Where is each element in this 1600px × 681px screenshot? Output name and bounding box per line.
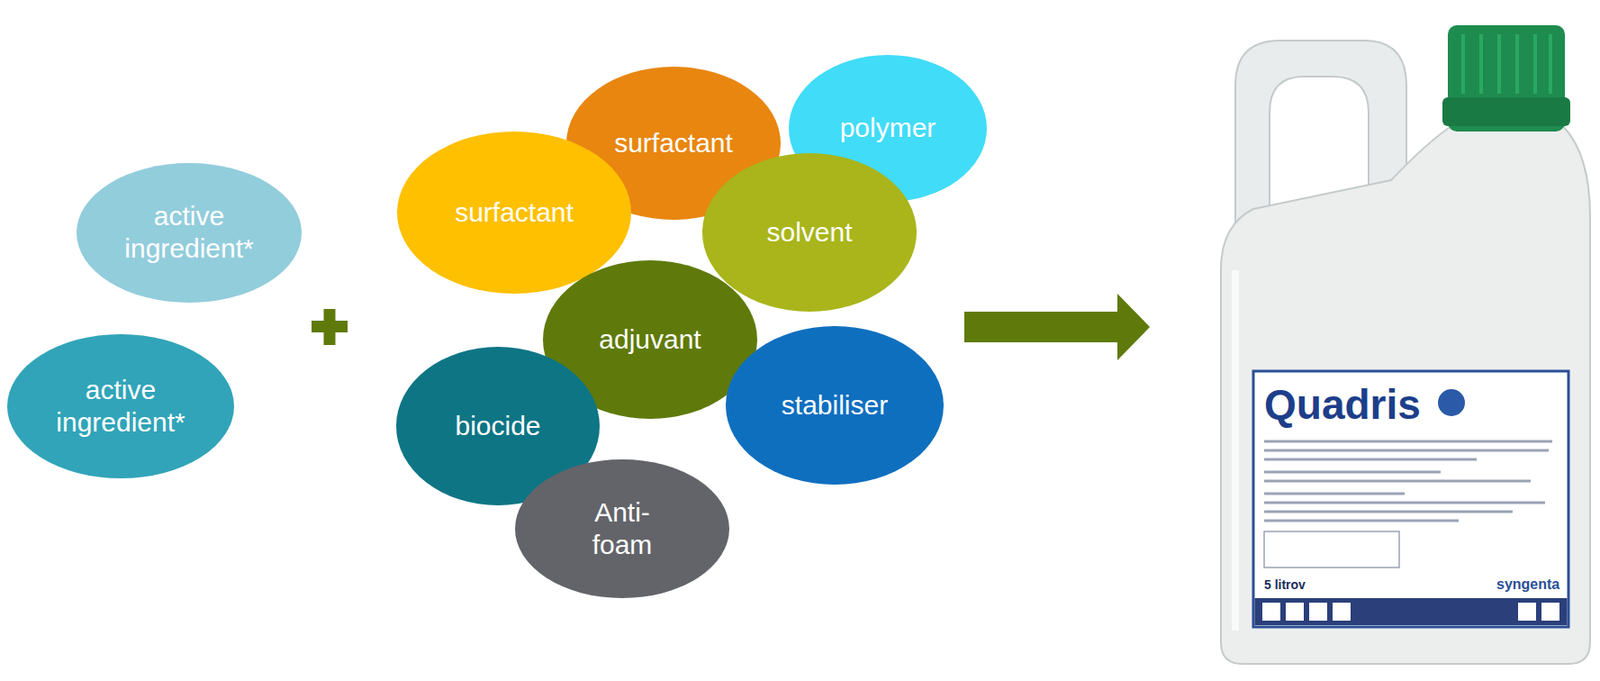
node-label: solvent (766, 216, 852, 249)
ellipse-fill (515, 459, 730, 598)
ellipse-shape (515, 459, 730, 598)
ellipse-fill (725, 325, 944, 485)
result-arrow (964, 293, 1150, 361)
hazard-icon (1332, 602, 1351, 621)
hazard-icon (1262, 602, 1281, 621)
ellipse-fill (397, 131, 632, 294)
ellipse-shape (76, 162, 302, 303)
batch-box (1264, 531, 1400, 568)
fine-print (1264, 441, 1553, 521)
node-label: active ingredient* (110, 199, 269, 265)
ellipse-node: active ingredient* (76, 162, 302, 303)
ellipse-fill (702, 153, 917, 312)
bottle-highlight (1231, 270, 1239, 631)
hazard-icon (1285, 602, 1304, 621)
ellipse-node: Anti-foam (515, 459, 730, 598)
hazard-icon (1541, 602, 1560, 621)
ellipse-shape (7, 334, 235, 479)
product-name: Quadris (1264, 381, 1421, 428)
node-label: active ingredient* (42, 373, 200, 439)
node-label: polymer (840, 111, 937, 145)
node-label: Anti-foam (577, 496, 668, 561)
node-label: biocide (454, 409, 541, 443)
ellipse-node: surfactant (397, 131, 632, 294)
volume-label: 5 litrov (1264, 578, 1306, 592)
ellipse-fill (76, 162, 302, 303)
node-label: surfactant (614, 126, 733, 160)
plus-sign (324, 308, 336, 345)
node-label: stabiliser (781, 388, 888, 422)
ellipse-node: active ingredient* (7, 334, 235, 479)
hazard-icon (1518, 602, 1537, 621)
brand-mark (1437, 388, 1465, 416)
brand-logo: syngenta (1496, 576, 1560, 593)
bottle-label (1253, 370, 1569, 627)
icon-strip (1255, 597, 1568, 625)
bottle-body (1220, 126, 1591, 664)
node-label: surfactant (454, 196, 574, 229)
bottle-cap-ring (1442, 97, 1571, 127)
ellipse-node: stabiliser (725, 325, 944, 485)
ellipse-node: solvent (702, 153, 917, 312)
cap-ribs (1463, 34, 1551, 94)
node-label: adjuvant (598, 323, 701, 356)
ellipse-fill (7, 334, 235, 479)
hazard-icon (1309, 602, 1328, 621)
